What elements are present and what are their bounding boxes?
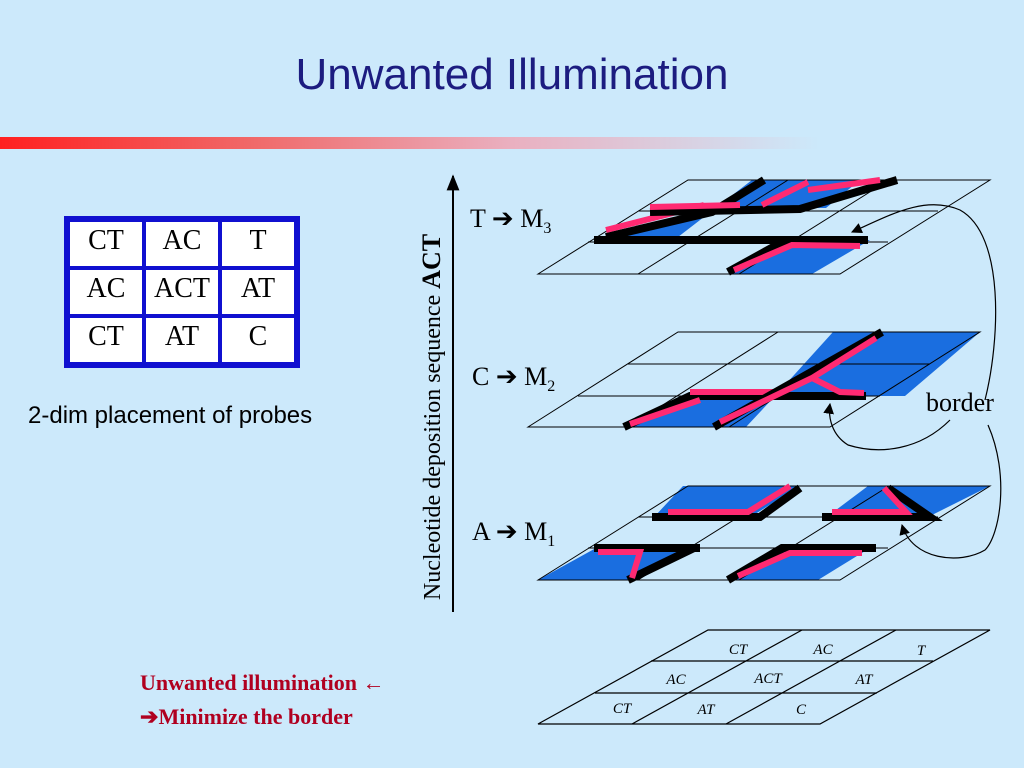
arrow-icon: ➔ (491, 204, 514, 233)
left-arrow-icon: ← (362, 670, 385, 695)
probe-cell: ACT (144, 268, 220, 316)
mask-label-m2: C ➔ M2 (472, 362, 555, 396)
mask-name: M (520, 204, 544, 233)
mask-index: 2 (547, 378, 556, 396)
nucleotide-label: C (472, 362, 490, 391)
probe-cell: AC (68, 268, 144, 316)
probe-cell: C (220, 316, 296, 364)
bottom-grid-labels: CT AC T AC ACT AT CT AT C (613, 642, 927, 718)
bottom-cell-label: CT (729, 642, 749, 658)
bottom-probe-grid (537, 629, 991, 725)
mask-name: M (524, 362, 548, 391)
border-label: border (926, 388, 994, 417)
note-text: Unwanted illumination (140, 670, 357, 695)
mask-layer-m2 (526, 328, 982, 431)
bottom-cell-label: T (917, 643, 927, 659)
bottom-cell-label: ACT (753, 671, 783, 687)
mask-layer-m3 (536, 176, 992, 276)
probe-cell: AT (144, 316, 220, 364)
arrow-icon: ➔ (495, 362, 518, 391)
bottom-cell-label: C (796, 702, 807, 718)
border-callout-arrows (823, 204, 1002, 559)
mask-index: 1 (547, 533, 556, 551)
arrow-icon: ➔ (495, 517, 518, 546)
title-gradient-bar (0, 137, 1024, 149)
slide-title: Unwanted Illumination (295, 50, 729, 99)
right-arrow-icon: ➔ (140, 704, 159, 729)
mask-label-m1: A ➔ M1 (472, 517, 555, 551)
probe-cell: AC (144, 220, 220, 268)
probe-cell: CT (68, 316, 144, 364)
mask-name: M (524, 517, 548, 546)
bottom-cell-label: AT (855, 672, 875, 688)
bottom-cell-label: CT (613, 701, 633, 717)
bottom-cell-label: AC (812, 642, 833, 658)
nucleotide-label: T (470, 204, 486, 233)
probe-cell: CT (68, 220, 144, 268)
probe-cell: T (220, 220, 296, 268)
mask-index: 3 (543, 220, 552, 238)
mask-label-m3: T ➔ M3 (470, 204, 551, 238)
mask-layer-m1 (536, 483, 992, 584)
bottom-cell-label: AT (697, 702, 717, 718)
note-unwanted-illumination: Unwanted illumination ← (140, 670, 385, 696)
probe-cell: AT (220, 268, 296, 316)
bottom-cell-label: AC (665, 672, 686, 688)
note-minimize-border: ➔Minimize the border (140, 704, 353, 730)
note-text: Minimize the border (158, 704, 353, 729)
nucleotide-label: A (472, 517, 490, 546)
probe-grid: CT AC T AC ACT AT CT AT C (64, 216, 300, 368)
grid-caption: 2-dim placement of probes (28, 402, 313, 429)
